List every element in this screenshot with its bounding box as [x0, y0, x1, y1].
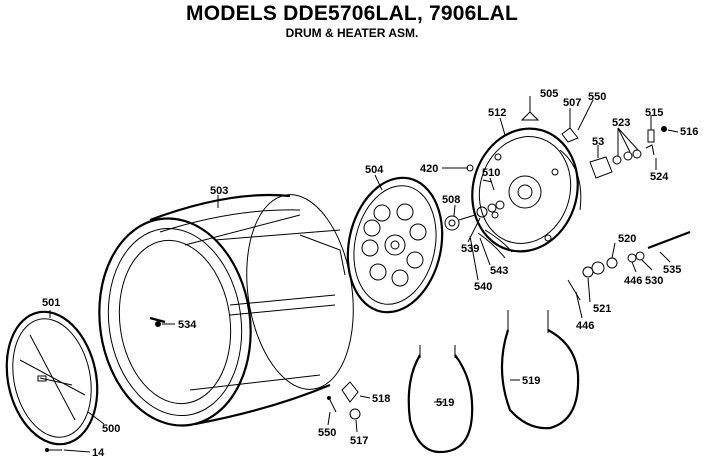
- part-label-539: 539: [461, 243, 479, 255]
- part-label-420: 420: [420, 163, 438, 175]
- part-label-515: 515: [645, 107, 663, 119]
- diagram-title: MODELS DDE5706LAL, 7906LAL: [186, 2, 518, 25]
- part-label-508: 508: [442, 194, 460, 206]
- diagram-subtitle: DRUM & HEATER ASM.: [285, 26, 419, 40]
- part-label-446: 446: [624, 275, 642, 287]
- part-label-530: 530: [645, 275, 663, 287]
- front-seal-ring: [5, 310, 99, 446]
- part-label-540: 540: [474, 281, 492, 293]
- part-label-518: 518: [372, 393, 390, 405]
- part-label-519-right: 519: [522, 375, 540, 387]
- part-label-534: 534: [178, 319, 197, 331]
- part-label-550: 550: [588, 91, 606, 103]
- part-label-550-lower: 550: [318, 427, 336, 439]
- part-label-510: 510: [482, 167, 500, 179]
- part-label-512: 512: [488, 107, 506, 119]
- part-label-14: 14: [92, 447, 105, 459]
- part-label-535: 535: [663, 264, 681, 276]
- part-label-523: 523: [612, 117, 630, 129]
- part-label-501: 501: [42, 297, 60, 309]
- part-label-504: 504: [365, 164, 384, 176]
- part-label-505: 505: [540, 88, 558, 100]
- part-label-521: 521: [593, 303, 611, 315]
- part-label-543: 543: [490, 265, 508, 277]
- part-label-520: 520: [618, 233, 636, 245]
- part-label-53: 53: [592, 136, 604, 148]
- heater-housing: [471, 127, 582, 253]
- part-label-503: 503: [210, 185, 228, 197]
- part-label-500: 500: [102, 423, 120, 435]
- part-label-516: 516: [680, 126, 698, 138]
- heater-coils: [407, 310, 580, 454]
- part-label-519-left: 519: [436, 397, 454, 409]
- part-label-517: 517: [350, 435, 368, 447]
- drum-back-panel: [346, 176, 444, 314]
- leader-lines: [49, 96, 679, 453]
- part-label-524: 524: [650, 171, 669, 183]
- part-number-labels: 505 507 550 512 53 523 515 516 524 420 5…: [42, 88, 698, 459]
- hardware-parts: [45, 111, 691, 452]
- part-label-507: 507: [563, 97, 581, 109]
- drum: [98, 193, 354, 427]
- part-label-446-lower: 446: [576, 320, 594, 332]
